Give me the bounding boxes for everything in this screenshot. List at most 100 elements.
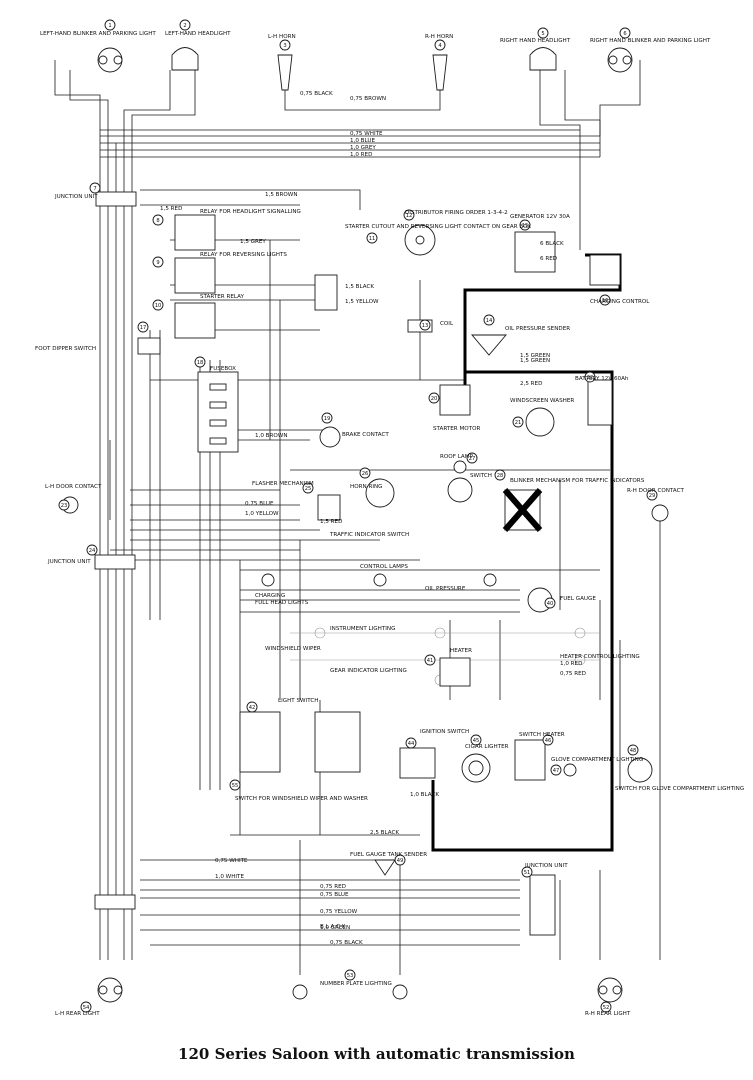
left-headlight — [171, 47, 199, 71]
component-label: NUMBER PLATE LIGHTING — [320, 981, 392, 987]
foot-dipper-switch — [137, 337, 161, 355]
windscreen-washer — [525, 407, 555, 437]
junction-unit-51 — [529, 874, 556, 936]
right-headlight — [529, 47, 557, 71]
number-plate-lamp-left — [292, 984, 308, 1000]
component-number: 10 — [155, 303, 162, 309]
component-number: 18 — [197, 360, 204, 366]
component-label: OIL PRESSURE SENDER — [505, 326, 570, 332]
component-number: 16 — [602, 298, 609, 304]
component-number: 28 — [497, 473, 504, 479]
component-number-circle — [599, 294, 611, 306]
component-label: WINDSCREEN WASHER — [510, 398, 574, 404]
component-label: RIGHT HAND BLINKER AND PARKING LIGHT — [590, 38, 711, 44]
label-switch: SWITCH — [470, 473, 492, 479]
wire-label: 1,5 BLACK — [345, 284, 374, 290]
junction-unit-24 — [94, 554, 136, 570]
reversing-relay — [174, 257, 216, 294]
battery — [587, 379, 613, 426]
component-label: SWITCH HEATER — [519, 732, 565, 738]
component-number: 52 — [603, 1005, 610, 1011]
component-number-circle — [152, 256, 164, 268]
rh-horn — [432, 54, 448, 91]
component-label: FUEL GAUGE TANK SENDER — [350, 852, 427, 858]
component-number: 12 — [406, 213, 413, 219]
junction-unit-rear-left — [94, 894, 136, 910]
wire-label: 0,75 BROWN — [350, 96, 386, 102]
component-number-circle — [58, 499, 70, 511]
wire-label: 0,75 BLUE — [320, 892, 349, 898]
roof-lamp — [453, 460, 467, 474]
wire-label: 1,0 GREEN — [320, 925, 350, 931]
wire-label: 2,5 RED — [520, 381, 542, 387]
component-number-circle — [344, 969, 356, 981]
component-number-circle — [179, 19, 191, 31]
wire-harness — [54, 60, 661, 975]
component-number-circle — [366, 232, 378, 244]
component-number-circle — [521, 866, 533, 878]
label-full-head: FULL HEAD LIGHTS — [255, 600, 309, 606]
component-number-circle — [470, 734, 482, 746]
component-number: 20 — [431, 396, 438, 402]
light-switch — [239, 711, 281, 773]
component-number-circle — [584, 371, 596, 383]
component-number: 42 — [249, 705, 256, 711]
brake-contact — [319, 426, 341, 448]
full-head-lamp — [373, 573, 387, 587]
component-label: RELAY FOR REVERSING LIGHTS — [200, 252, 287, 258]
component-label: LEFT-HAND HEADLIGHT — [165, 31, 231, 37]
component-number-circle — [359, 467, 371, 479]
component-number: 24 — [89, 548, 96, 554]
wire-label: 6 BLACK — [540, 241, 564, 247]
component-number-circle — [302, 482, 314, 494]
component-number: 11 — [369, 236, 376, 242]
component-number-circle — [403, 209, 415, 221]
rh-rear-light — [597, 977, 623, 1003]
component-number-circle — [152, 299, 164, 311]
component-number-circle — [279, 39, 291, 51]
junction-unit-7 — [95, 191, 137, 207]
number-plate-lamp-right — [392, 984, 408, 1000]
wire-label: 1,5 RED — [160, 206, 182, 212]
wire-label: 0,75 RED — [320, 884, 346, 890]
component-label: L-H HORN — [268, 34, 296, 40]
component-number: 47 — [553, 768, 560, 774]
component-number-circle — [537, 27, 549, 39]
wire-label: 0,75 BLACK — [300, 91, 333, 97]
wire-label: 1,0 WHITE — [215, 874, 244, 880]
component-label: GLOVE COMPARTMENT LIGHTING — [551, 757, 643, 763]
component-number-circle — [419, 319, 431, 331]
component-number: 21 — [515, 420, 522, 426]
right-blinker-lamp — [607, 47, 633, 73]
label-oil-pressure: OIL PRESSURE — [425, 586, 466, 592]
starter-motor — [439, 384, 471, 416]
wiring-diagram: 1234567891011121314151617181920212223242… — [35, 19, 744, 1017]
component-number: 5 — [541, 31, 544, 37]
component-number: 13 — [422, 323, 429, 329]
wire-label: 6 RED — [540, 256, 557, 262]
label-windshield-wiper: WINDSHIELD WIPER — [265, 646, 321, 652]
component-number: 51 — [524, 870, 531, 876]
component-label: JUNCTION UNIT — [47, 559, 91, 565]
component-label: STARTER CUTOUT AND REVERSING LIGHT CONTA… — [345, 224, 531, 230]
component-number-circle — [428, 392, 440, 404]
component-label: BATTERY 12V 60Ah — [575, 376, 629, 382]
wire-label: 1,5 GREY — [240, 239, 266, 245]
component-number-circle — [246, 701, 258, 713]
component-label: STARTER MOTOR — [433, 426, 481, 432]
component-label: RIGHT HAND HEADLIGHT — [500, 38, 571, 44]
component-number-circle — [137, 321, 149, 333]
component-label: R-H DOOR CONTACT — [627, 488, 685, 494]
component-number-circle — [619, 27, 631, 39]
component-number: 29 — [649, 493, 656, 499]
component-number: 14 — [486, 318, 493, 324]
component-number: 49 — [397, 858, 404, 864]
component-number-circle — [544, 597, 556, 609]
component-number-circle — [646, 489, 658, 501]
component-number: 22 — [587, 375, 594, 381]
component-number-circle — [229, 779, 241, 791]
wire-label: 1,0 RED — [560, 661, 582, 667]
component-number: 55 — [232, 783, 239, 789]
